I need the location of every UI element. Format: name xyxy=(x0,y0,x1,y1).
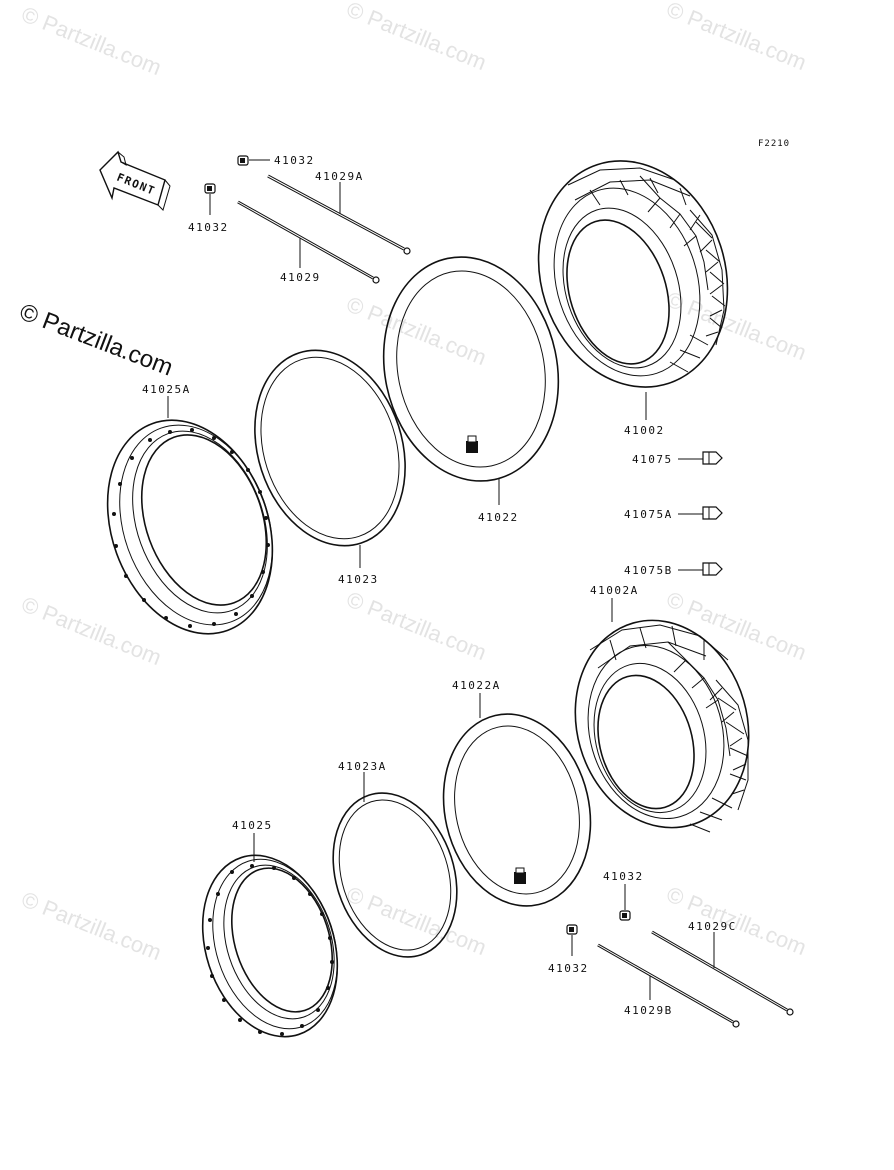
part-label-41023: 41023 xyxy=(338,573,379,586)
part-label-41032: 41032 xyxy=(548,962,589,975)
spoke-41029-icon xyxy=(237,200,380,284)
tube-valve-icon xyxy=(514,867,526,884)
watermark: © Partzilla.com xyxy=(18,591,165,670)
spoke-41029A-icon xyxy=(267,174,411,255)
valve-41075A-icon xyxy=(678,506,723,520)
valve-41075B-icon xyxy=(678,562,723,576)
watermark: © Partzilla.com xyxy=(18,886,165,965)
tube-valve-icon xyxy=(466,435,478,453)
part-label-41075B: 41075B xyxy=(624,564,673,577)
part-label-41032: 41032 xyxy=(188,221,229,234)
watermark: © Partzilla.com xyxy=(18,1,165,80)
part-label-41022A: 41022A xyxy=(452,679,501,692)
diagram-code: F2210 xyxy=(758,139,790,149)
watermark: © Partzilla.com xyxy=(343,0,490,75)
watermark-grid: © Partzilla.com © Partzilla.com © Partzi… xyxy=(18,0,810,965)
watermark: © Partzilla.com xyxy=(343,881,490,960)
front-rim-band-41023 xyxy=(254,349,406,568)
part-label-41029: 41029 xyxy=(280,271,321,284)
part-label-41023A: 41023A xyxy=(338,760,387,773)
part-label-41002A: 41002A xyxy=(590,584,639,597)
bolt-41032-lower-right-icon xyxy=(619,884,631,921)
rear-rim-41025 xyxy=(201,833,339,1038)
watermark-overlay: © Partzilla.com xyxy=(16,298,177,381)
part-label-41029C: 41029C xyxy=(688,920,737,933)
rear-tire-41002A xyxy=(574,598,750,833)
bolt-41032-left-icon xyxy=(204,183,216,215)
part-label-41029A: 41029A xyxy=(315,170,364,183)
watermark: © Partzilla.com xyxy=(343,291,490,370)
rim-spoke-holes xyxy=(112,428,270,628)
rear-tube-41022A xyxy=(442,693,592,907)
part-label-41032: 41032 xyxy=(603,870,644,883)
part-label-41075: 41075 xyxy=(632,453,673,466)
watermark: © Partzilla.com xyxy=(663,0,810,75)
rim-spoke-holes xyxy=(206,864,334,1036)
watermark: © Partzilla.com xyxy=(343,586,490,665)
front-tube-41022 xyxy=(382,256,560,505)
watermark: © Partzilla.com xyxy=(663,586,810,665)
spoke-41029C-icon xyxy=(651,930,794,1016)
front-tire-41002 xyxy=(537,160,729,420)
rear-rim-band-41023A xyxy=(332,772,458,958)
part-label-41029B: 41029B xyxy=(624,1004,673,1017)
part-label-41032: 41032 xyxy=(274,154,315,167)
front-rim-41025A xyxy=(106,396,274,635)
part-label-41025A: 41025A xyxy=(142,383,191,396)
part-label-41075A: 41075A xyxy=(624,508,673,521)
front-arrow-icon: FRONT xyxy=(99,150,171,211)
watermark: © Partzilla.com xyxy=(663,286,810,365)
valve-41075-icon xyxy=(678,451,723,465)
bolt-41032-top-icon xyxy=(237,155,270,166)
bolt-41032-lower-left-icon xyxy=(566,924,578,956)
part-label-41022: 41022 xyxy=(478,511,519,524)
part-label-41025: 41025 xyxy=(232,819,273,832)
part-label-41002: 41002 xyxy=(624,424,665,437)
spoke-41029B-icon xyxy=(597,943,740,1028)
